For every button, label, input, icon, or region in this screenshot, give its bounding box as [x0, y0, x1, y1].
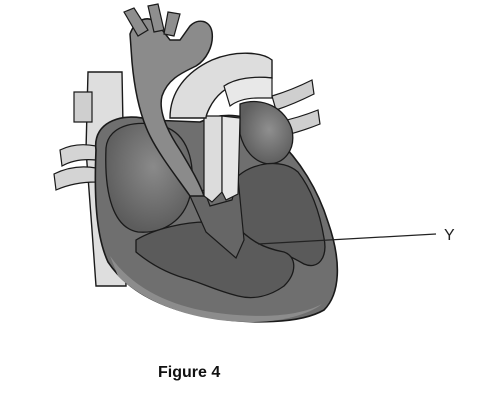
valve-columns [203, 115, 241, 203]
label-line-y [257, 233, 437, 245]
figure-caption: Figure 4 [158, 364, 221, 381]
label-y: Y [444, 227, 455, 244]
pulmonary-artery [169, 52, 273, 119]
atrium-chamber-right [239, 100, 294, 165]
aorta [129, 18, 214, 197]
aortic-branches [123, 3, 181, 37]
